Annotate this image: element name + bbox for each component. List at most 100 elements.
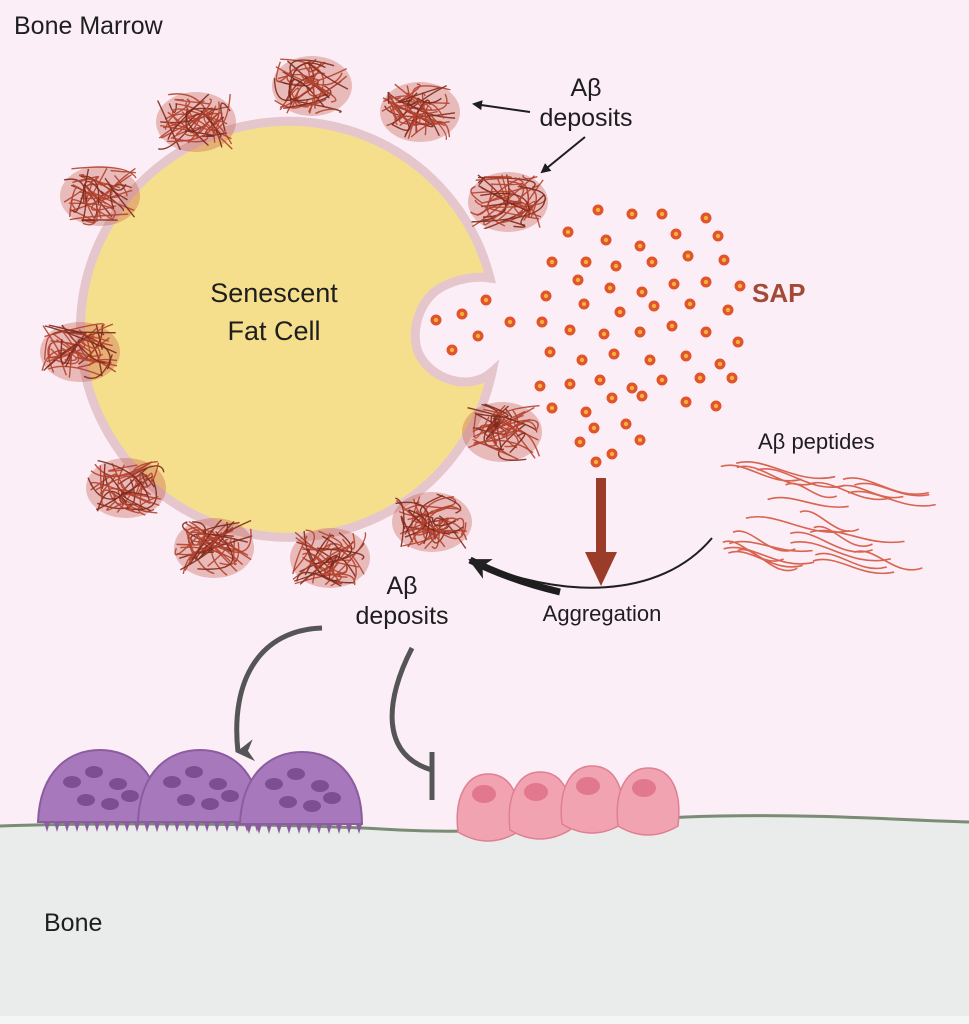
senescent-fat-cell <box>75 116 500 542</box>
sap-particle-icon <box>644 354 656 366</box>
sap-particle-icon <box>680 396 692 408</box>
bone-marrow-label: Bone Marrow <box>14 12 164 40</box>
sap-particle-icon <box>718 254 730 266</box>
sap-particle-icon <box>598 328 610 340</box>
amyloid-deposit-icon <box>174 518 254 578</box>
sap-particle-icon <box>608 348 620 360</box>
sap-particle-icon <box>634 434 646 446</box>
sap-particle-icon <box>564 324 576 336</box>
sap-particle-icon <box>456 308 468 320</box>
amyloid-deposit-icon <box>468 172 548 232</box>
sap-particle-icon <box>634 326 646 338</box>
sap-particle-icon <box>546 256 558 268</box>
amyloid-deposit-icon <box>290 528 370 588</box>
sap-particle-icon <box>580 256 592 268</box>
sap-particle-icon <box>580 406 592 418</box>
sap-particle-icon <box>710 400 722 412</box>
sap-particle-icon <box>666 320 678 332</box>
osteoclast-group <box>36 748 364 834</box>
sap-particle-icon <box>684 298 696 310</box>
sap-particle-icon <box>700 212 712 224</box>
sap-particle-icon <box>726 372 738 384</box>
aggregation-curved-arrow <box>468 556 561 596</box>
osteoblast-icon <box>508 771 572 840</box>
deposits-mid-label-line1: Aβ <box>386 572 417 600</box>
amyloid-deposit-group <box>40 56 548 588</box>
sap-particle-icon <box>534 380 546 392</box>
amyloid-deposit-icon <box>392 492 472 552</box>
sap-particle-icon <box>540 290 552 302</box>
sap-particle-icon <box>578 298 590 310</box>
bone-region <box>0 815 969 1024</box>
amyloid-deposit-icon <box>462 402 542 462</box>
sap-particle-icon <box>590 456 602 468</box>
sap-particle-icon <box>572 274 584 286</box>
osteoblast-icon <box>616 767 680 836</box>
osteoblast-icon <box>560 765 624 834</box>
sap-particle-icon <box>656 374 668 386</box>
sap-particle-icon <box>536 316 548 328</box>
sap-particle-icon <box>648 300 660 312</box>
sap-particle-icon <box>594 374 606 386</box>
sap-particle-cloud <box>430 204 746 468</box>
deposit-pointer-arrow-2 <box>540 136 586 174</box>
sap-particle-icon <box>646 256 658 268</box>
sap-particle-icon <box>472 330 484 342</box>
promote-arrow <box>234 625 323 762</box>
inhibition-arrow-icon <box>389 646 433 773</box>
sap-particle-icon <box>430 314 442 326</box>
sap-particle-icon <box>588 422 600 434</box>
sap-particle-icon <box>722 304 734 316</box>
sap-particle-icon <box>480 294 492 306</box>
sap-particle-icon <box>600 234 612 246</box>
sap-label: SAP <box>752 278 805 308</box>
sap-particle-icon <box>576 354 588 366</box>
deposits-top-label-line2: deposits <box>539 104 632 132</box>
sap-particle-icon <box>712 230 724 242</box>
sap-particle-icon <box>700 326 712 338</box>
sap-particle-icon <box>680 350 692 362</box>
osteoclast-icon <box>136 748 262 832</box>
sap-particle-icon <box>656 208 668 220</box>
sap-particle-icon <box>562 226 574 238</box>
bone-label: Bone <box>44 909 102 937</box>
aggregation-label: Aggregation <box>543 601 662 626</box>
sap-particle-icon <box>574 436 586 448</box>
amyloid-deposit-icon <box>40 322 120 382</box>
cell-label-line2: Fat Cell <box>227 316 320 346</box>
sap-particle-icon <box>606 392 618 404</box>
sap-particle-icon <box>682 250 694 262</box>
sap-particle-icon <box>634 240 646 252</box>
osteoblast-icon <box>456 773 520 842</box>
sap-particle-icon <box>700 276 712 288</box>
sap-particle-icon <box>614 306 626 318</box>
sap-particle-icon <box>732 336 744 348</box>
peptides-label: Aβ peptides <box>758 429 875 454</box>
amyloid-peptides <box>720 461 936 575</box>
sap-particle-icon <box>606 448 618 460</box>
amyloid-deposit-icon <box>272 56 352 116</box>
sap-particle-icon <box>636 390 648 402</box>
amyloid-deposit-icon <box>156 92 236 152</box>
sap-particle-icon <box>592 204 604 216</box>
sap-particle-icon <box>626 382 638 394</box>
osteoclast-icon <box>238 750 364 834</box>
sap-particle-icon <box>504 316 516 328</box>
deposit-pointer-arrow-1 <box>472 100 531 113</box>
sap-particle-icon <box>670 228 682 240</box>
sap-particle-icon <box>446 344 458 356</box>
sap-particle-icon <box>610 260 622 272</box>
sap-particle-icon <box>694 372 706 384</box>
sap-particle-icon <box>604 282 616 294</box>
deposits-top-label-line1: Aβ <box>570 74 601 102</box>
deposits-mid-label-line2: deposits <box>355 602 448 630</box>
osteoblast-group <box>456 765 680 842</box>
sap-particle-icon <box>620 418 632 430</box>
sap-particle-icon <box>544 346 556 358</box>
sap-particle-icon <box>668 278 680 290</box>
aggregation-down-arrow <box>585 478 617 586</box>
sap-particle-icon <box>546 402 558 414</box>
amyloid-deposit-icon <box>60 166 140 226</box>
